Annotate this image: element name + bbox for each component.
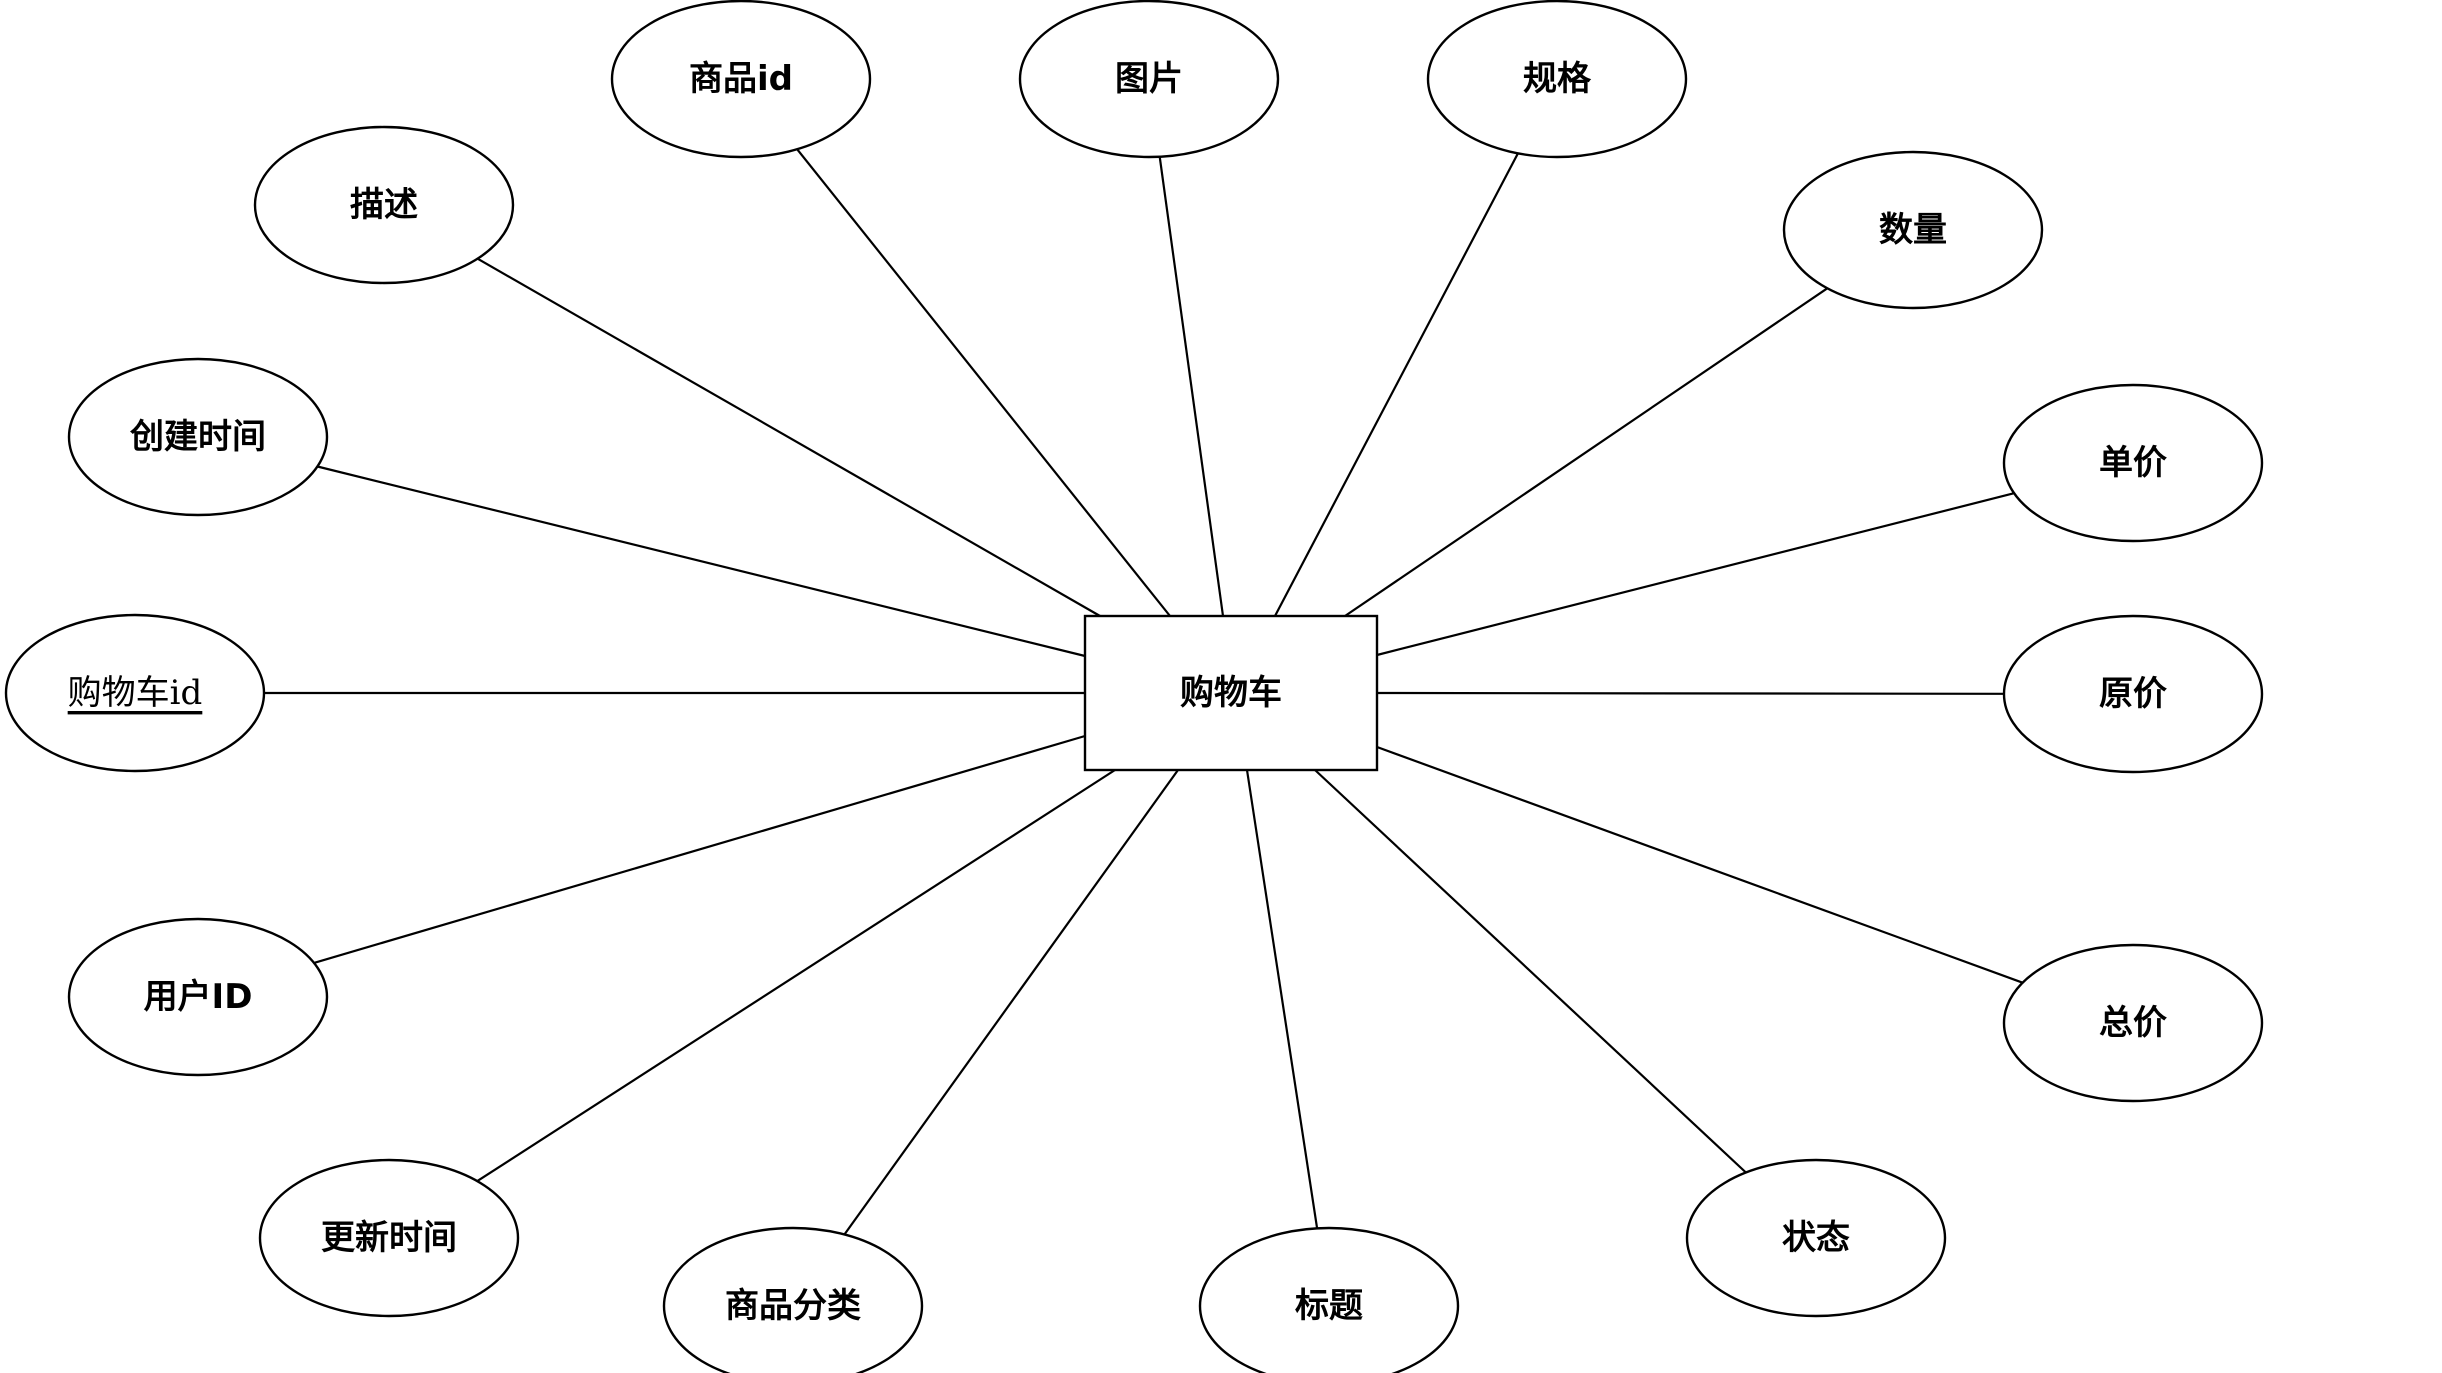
attribute-ellipse[interactable] xyxy=(662,1226,924,1373)
attribute-label: 标题 xyxy=(1295,1286,1363,1326)
attribute-goods-id[interactable]: 商品id xyxy=(610,0,872,159)
attribute-ellipse[interactable] xyxy=(1685,1158,1947,1318)
edge-goods-id xyxy=(796,148,1171,617)
attribute-spec[interactable]: 规格 xyxy=(1426,0,1688,159)
edge-status xyxy=(1314,769,1747,1174)
attribute-ellipse[interactable] xyxy=(1018,0,1280,159)
edge-description xyxy=(477,257,1101,617)
edge-unit-price xyxy=(1376,492,2015,657)
attribute-update-time[interactable]: 更新时间 xyxy=(258,1158,520,1318)
edge-user-id xyxy=(313,734,1086,964)
attribute-label: 规格 xyxy=(1523,59,1592,99)
attribute-image[interactable]: 图片 xyxy=(1018,0,1280,159)
attribute-ellipse[interactable] xyxy=(2002,943,2264,1103)
edge-title xyxy=(1245,769,1319,1229)
attribute-original-price[interactable]: 原价 xyxy=(2002,614,2264,774)
attribute-cart-id[interactable]: 购物车id xyxy=(4,613,266,773)
attribute-label: 图片 xyxy=(1115,59,1183,99)
attribute-ellipse[interactable] xyxy=(1782,150,2044,310)
attribute-ellipse[interactable] xyxy=(253,125,515,285)
attribute-label: 创建时间 xyxy=(129,417,266,457)
attribute-goods-category[interactable]: 商品分类 xyxy=(662,1226,924,1373)
attribute-title[interactable]: 标题 xyxy=(1198,1226,1460,1373)
attribute-label: 商品分类 xyxy=(725,1286,861,1326)
attribute-quantity[interactable]: 数量 xyxy=(1782,150,2044,310)
attribute-ellipse[interactable] xyxy=(1426,0,1688,159)
edge-update-time xyxy=(476,769,1116,1183)
attribute-user-id[interactable]: 用户ID xyxy=(67,917,329,1077)
attribute-ellipse[interactable] xyxy=(610,0,872,159)
edge-image xyxy=(1158,156,1225,617)
entity-box[interactable] xyxy=(1083,614,1379,772)
attribute-ellipse[interactable] xyxy=(1198,1226,1460,1373)
entity-label: 购物车 xyxy=(1180,673,1282,713)
attribute-ellipse[interactable] xyxy=(2002,383,2264,543)
edge-original-price xyxy=(1376,691,2005,695)
attribute-ellipse[interactable] xyxy=(4,613,266,773)
attribute-label: 更新时间 xyxy=(321,1218,457,1258)
edge-goods-category xyxy=(843,769,1179,1236)
attribute-ellipse[interactable] xyxy=(67,917,329,1077)
attribute-label: 商品id xyxy=(689,59,793,99)
attribute-label: 描述 xyxy=(350,185,418,225)
edge-spec xyxy=(1274,152,1519,617)
attribute-label: 用户ID xyxy=(144,977,253,1017)
attribute-label: 总价 xyxy=(2099,1003,2167,1043)
attribute-unit-price[interactable]: 单价 xyxy=(2002,383,2264,543)
attribute-label: 单价 xyxy=(2099,443,2167,483)
attribute-label: 数量 xyxy=(1879,210,1947,250)
edge-create-time xyxy=(317,465,1086,658)
attribute-status[interactable]: 状态 xyxy=(1685,1158,1947,1318)
attribute-ellipse[interactable] xyxy=(258,1158,520,1318)
attribute-ellipse[interactable] xyxy=(2002,614,2264,774)
attribute-create-time[interactable]: 创建时间 xyxy=(67,357,329,517)
edge-total-price xyxy=(1376,745,2023,984)
attribute-label: 状态 xyxy=(1782,1218,1850,1258)
attribute-total-price[interactable]: 总价 xyxy=(2002,943,2264,1103)
relationship-lines xyxy=(264,148,2023,1236)
entity-cart[interactable]: 购物车 xyxy=(1083,614,1379,772)
attribute-description[interactable]: 描述 xyxy=(253,125,515,285)
attribute-label: 购物车id xyxy=(68,673,203,713)
edge-quantity xyxy=(1344,287,1828,617)
attribute-label: 原价 xyxy=(2099,674,2167,714)
attribute-ellipse[interactable] xyxy=(67,357,329,517)
